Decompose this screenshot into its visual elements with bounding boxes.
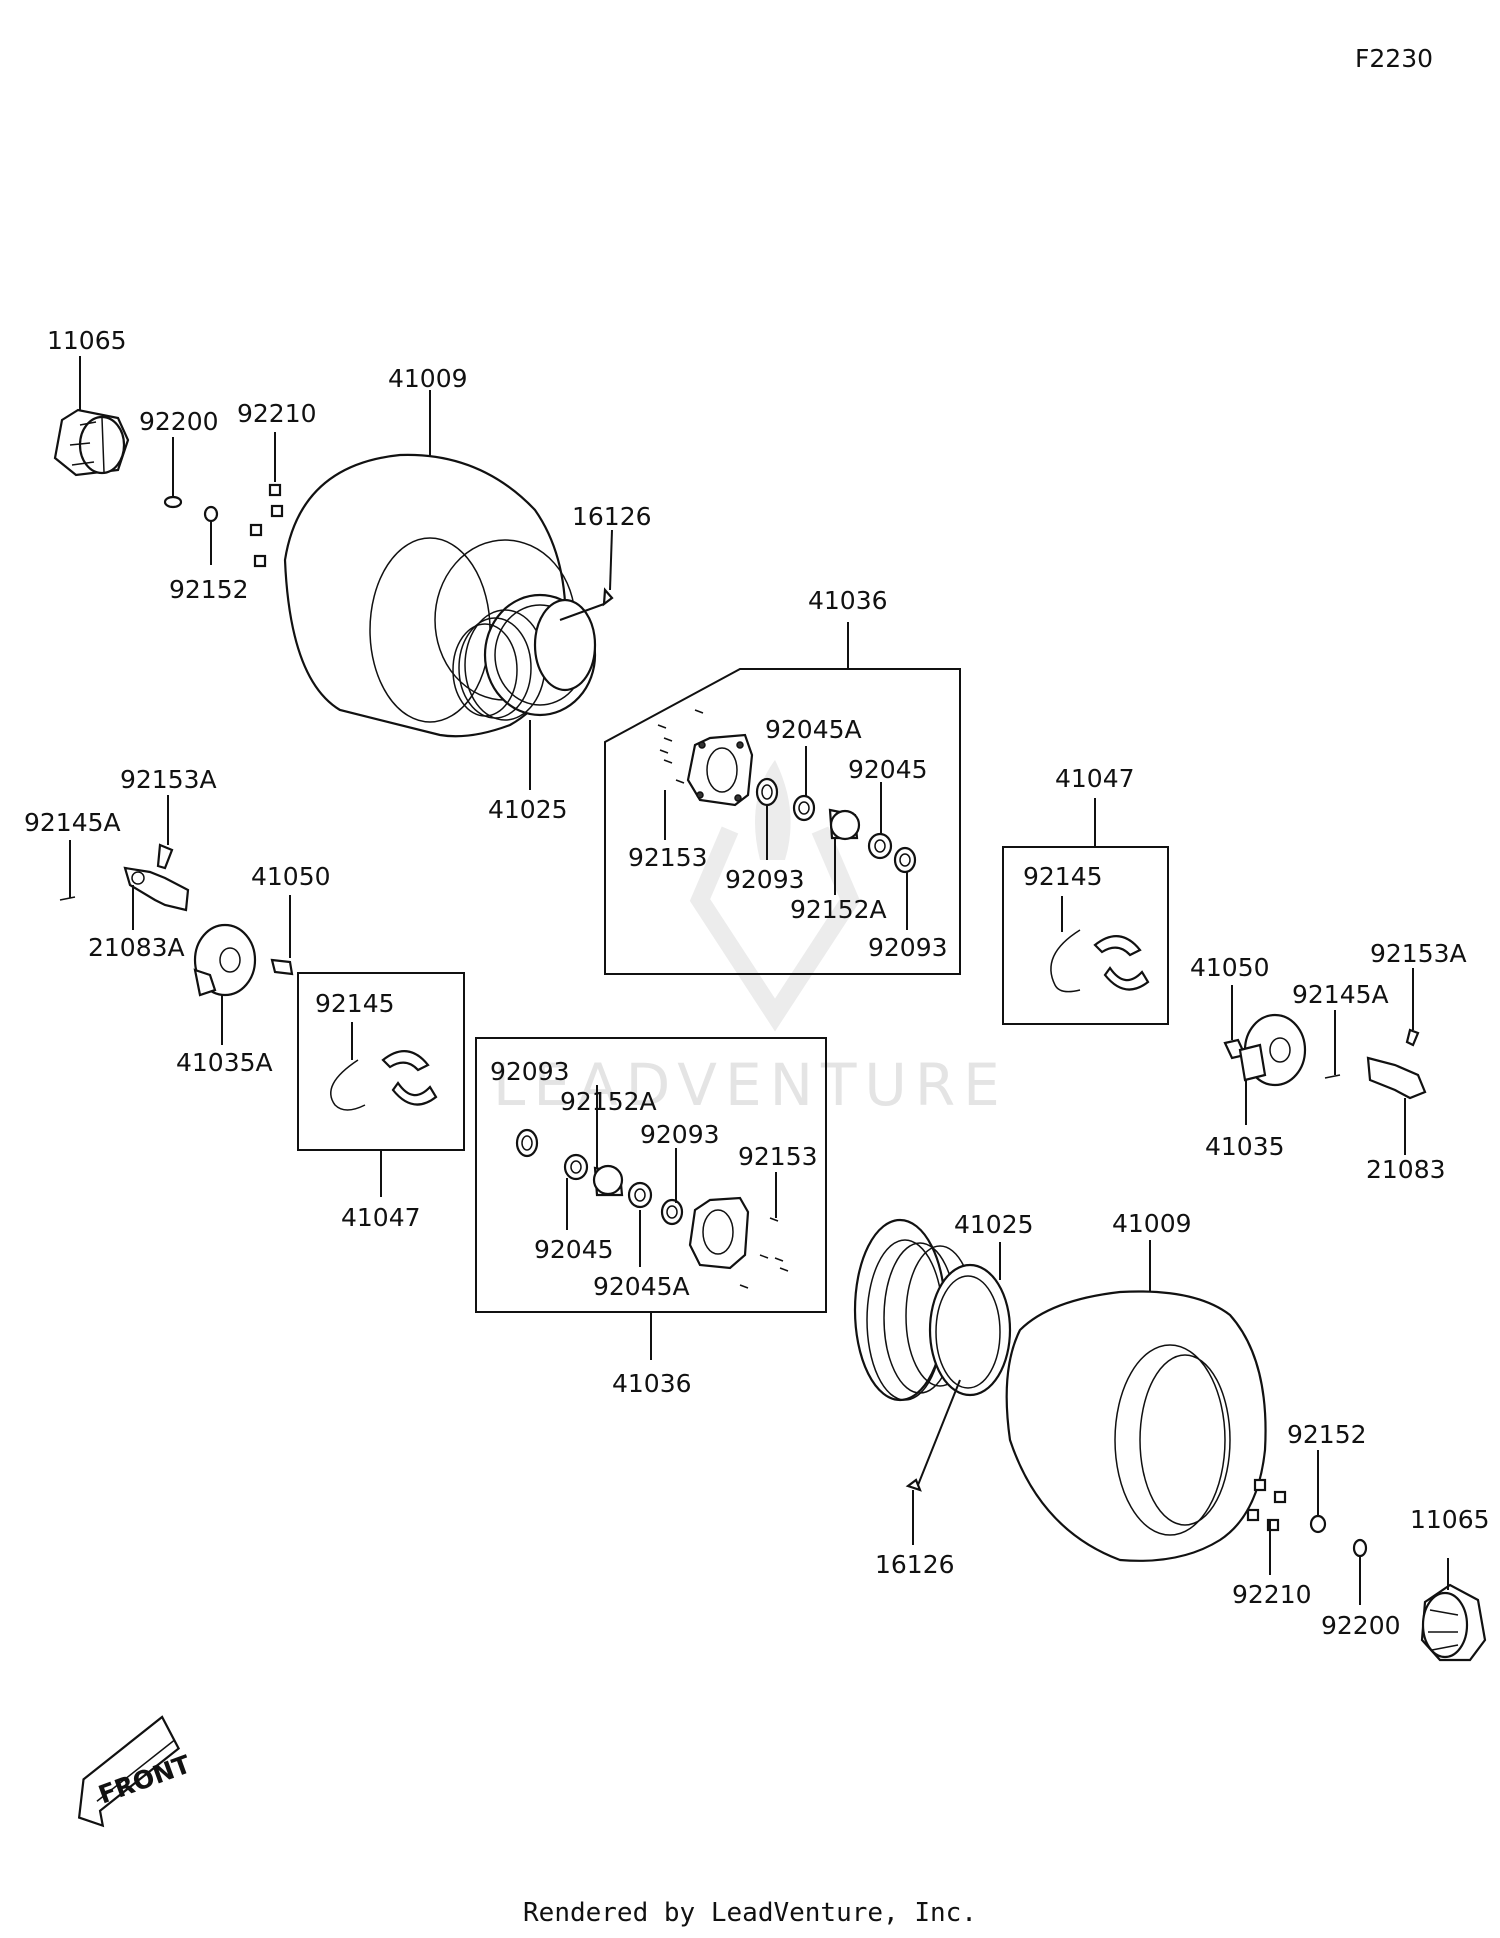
- part-label-41036: 41036: [808, 586, 888, 615]
- part-label-41047: 41047: [1055, 764, 1135, 793]
- washer-part[interactable]: [163, 495, 183, 509]
- part-label-92200: 92200: [1321, 1611, 1401, 1640]
- oil-seal-part[interactable]: [660, 1198, 684, 1226]
- part-label-92152: 92152: [169, 575, 249, 604]
- bearing-part[interactable]: [563, 1153, 589, 1181]
- part-label-41047: 41047: [341, 1203, 421, 1232]
- part-label-16126: 16126: [572, 502, 652, 531]
- part-label-41009: 41009: [388, 364, 468, 393]
- watermark-text: LEADVENTURE: [493, 1051, 1008, 1119]
- part-label-41035: 41035: [1205, 1132, 1285, 1161]
- spring-part[interactable]: [59, 896, 76, 901]
- bolt-set[interactable]: [657, 709, 704, 784]
- part-label-92093: 92093: [490, 1057, 570, 1086]
- part-label-92093: 92093: [725, 865, 805, 894]
- part-label-41035A: 41035A: [176, 1048, 273, 1077]
- oil-seal-part[interactable]: [515, 1128, 539, 1158]
- part-label-92210: 92210: [237, 399, 317, 428]
- hub-part[interactable]: [686, 733, 754, 807]
- nut-part[interactable]: [203, 505, 219, 523]
- bearing-part[interactable]: [867, 832, 893, 860]
- spring-part[interactable]: [1324, 1074, 1341, 1079]
- oil-seal-part[interactable]: [893, 846, 917, 874]
- washer-part[interactable]: [1352, 1538, 1368, 1558]
- part-label-92145: 92145: [1023, 862, 1103, 891]
- bearing-part[interactable]: [627, 1181, 653, 1209]
- part-label-11065: 11065: [47, 326, 127, 355]
- part-label-92145A: 92145A: [1292, 980, 1389, 1009]
- lug-nut-set[interactable]: [249, 483, 284, 568]
- bearing-part[interactable]: [792, 794, 816, 822]
- bolt-set[interactable]: [739, 1217, 789, 1289]
- part-label-92152: 92152: [1287, 1420, 1367, 1449]
- part-label-92093: 92093: [868, 933, 948, 962]
- bolt-part[interactable]: [1405, 1028, 1420, 1047]
- part-label-92153A: 92153A: [1370, 939, 1467, 968]
- part-label-41009: 41009: [1112, 1209, 1192, 1238]
- diagram-id: F2230: [1355, 44, 1434, 73]
- cam-part[interactable]: [270, 958, 294, 976]
- part-label-21083: 21083: [1366, 1155, 1446, 1184]
- brake-cam-lever[interactable]: [123, 866, 190, 912]
- part-label-92145: 92145: [315, 989, 395, 1018]
- collar-part[interactable]: [592, 1164, 624, 1197]
- collar-part[interactable]: [828, 808, 861, 841]
- rim-part[interactable]: [452, 593, 597, 721]
- oil-seal-part[interactable]: [755, 777, 779, 807]
- rim-part[interactable]: [853, 1218, 1012, 1402]
- brake-panel[interactable]: [1238, 1013, 1307, 1087]
- part-label-41025: 41025: [488, 795, 568, 824]
- part-label-92152A: 92152A: [560, 1087, 657, 1116]
- part-label-92093: 92093: [640, 1120, 720, 1149]
- hub-cap-part[interactable]: [1420, 1583, 1487, 1662]
- part-label-92153: 92153: [628, 843, 708, 872]
- part-label-41050: 41050: [1190, 953, 1270, 982]
- part-label-92045: 92045: [848, 755, 928, 784]
- brake-shoe-set[interactable]: [330, 1050, 438, 1111]
- hub-cap-part[interactable]: [53, 408, 130, 477]
- part-label-92045A: 92045A: [765, 715, 862, 744]
- brake-panel[interactable]: [193, 923, 257, 997]
- nut-part[interactable]: [1309, 1514, 1327, 1534]
- front-arrow-icon: FRONT: [77, 1715, 194, 1828]
- part-label-11065: 11065: [1410, 1505, 1490, 1534]
- part-label-92145A: 92145A: [24, 808, 121, 837]
- valve-part[interactable]: [602, 587, 614, 607]
- hub-part[interactable]: [688, 1196, 750, 1270]
- part-label-92152A: 92152A: [790, 895, 887, 924]
- brake-shoe-set[interactable]: [1050, 929, 1150, 993]
- part-label-16126: 16126: [875, 1550, 955, 1579]
- part-label-41025: 41025: [954, 1210, 1034, 1239]
- lug-nut-set[interactable]: [1246, 1478, 1287, 1532]
- part-label-92210: 92210: [1232, 1580, 1312, 1609]
- bolt-part[interactable]: [156, 843, 174, 870]
- part-label-21083A: 21083A: [88, 933, 185, 962]
- part-label-41050: 41050: [251, 862, 331, 891]
- part-label-92045: 92045: [534, 1235, 614, 1264]
- part-label-92153A: 92153A: [120, 765, 217, 794]
- part-label-92045A: 92045A: [593, 1272, 690, 1301]
- part-label-41036: 41036: [612, 1369, 692, 1398]
- brake-cam-lever[interactable]: [1366, 1056, 1427, 1100]
- part-label-92200: 92200: [139, 407, 219, 436]
- footer-credit: Rendered by LeadVenture, Inc.: [523, 1898, 977, 1928]
- part-label-92153: 92153: [738, 1142, 818, 1171]
- tire-part[interactable]: [1005, 1290, 1267, 1562]
